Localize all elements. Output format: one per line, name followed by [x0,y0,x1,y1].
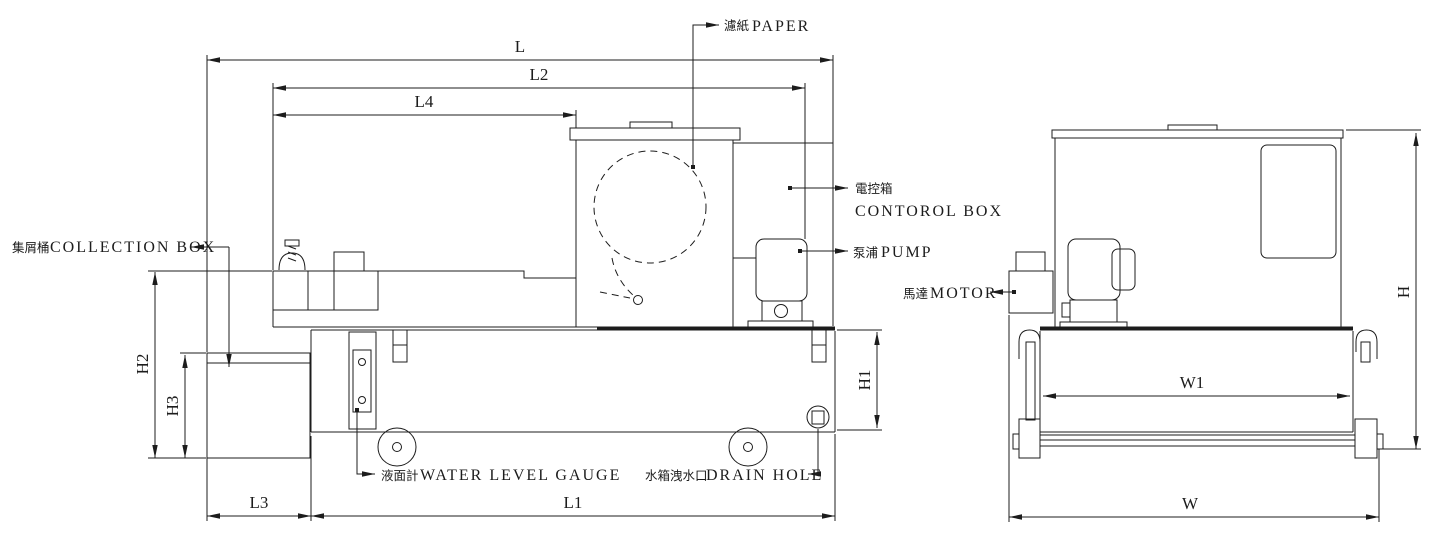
dim-label-H1: H1 [855,370,874,391]
tower-lid [569,127,741,141]
hook-right [1355,329,1378,359]
callout-collection-box-en: COLLECTION BOX [50,239,216,256]
dimension-extension-lines [148,55,1421,522]
pump-base [761,300,803,322]
dim-label-L4: L4 [415,92,434,111]
dimension-H1: H1 [855,332,880,428]
pump-shaft-circle [774,304,788,318]
pump-side [1059,238,1136,328]
collection-box [206,352,311,459]
callout-water-level-gauge: 液面計 WATER LEVEL GAUGE [355,408,621,484]
side-view [1008,124,1384,459]
wheel-front-right [728,427,768,467]
pump-body [755,238,808,302]
dim-label-W1: W1 [1180,373,1205,392]
dim-label-L2: L2 [530,65,549,84]
coolant-tank-side [1012,326,1384,459]
paper-web-tail [611,257,635,297]
coolant-tank-front [310,329,836,467]
callout-control-box: 電控箱 CONTOROL BOX [788,181,1003,220]
front-view [206,121,836,467]
dimension-H: H [1394,133,1419,449]
paper-web-end-roller [633,295,643,305]
callout-pump-zh: 泵浦 [853,246,878,260]
side-lid-cap [1167,124,1218,131]
conveyor-deck [273,270,576,279]
deck-top-box [333,251,365,272]
valve-dome [278,252,306,271]
dimension-H3: H3 [163,355,188,458]
dimension-L3: L3 [207,493,311,519]
dimension-L: L [207,37,833,63]
dimension-W: W [1009,494,1379,520]
callout-drain-hole: 水箱洩水口 DRAIN HOLE [645,429,823,484]
wheel-front-left [377,427,417,467]
callout-water-level-gauge-zh: 液面計 [381,468,419,483]
paper-roll-circle [593,150,707,264]
callout-pump: 泵浦 PUMP [798,244,933,261]
callout-paper-zh: 濾紙 [724,18,750,33]
wheel-block-right-tab [1376,433,1384,450]
wheel-block-right [1354,418,1378,459]
dimension-L2: L2 [273,65,805,91]
pump-base-plate [747,320,814,328]
hook-left-bar [1025,341,1036,421]
side-lid [1051,129,1344,139]
dim-label-L: L [515,37,525,56]
callout-paper: 濾紙 PAPER [691,18,810,169]
tank-bracket-right [811,329,827,363]
deck-left-units [272,239,379,311]
dim-label-L1: L1 [564,493,583,512]
dimension-L1: L1 [311,493,835,519]
valve-bolt [284,239,300,247]
side-body [1054,137,1342,328]
callout-collection-box-zh: 集屑桶 [12,240,50,255]
water-level-gauge [348,331,377,430]
dim-label-H: H [1394,286,1413,298]
callout-pump-en: PUMP [881,244,933,261]
wheel-block-left-tab [1012,433,1020,450]
callout-drain-hole-zh: 水箱洩水口 [645,468,708,483]
callout-control-box-zh: 電控箱 [855,181,893,196]
wheel-block-left [1018,418,1041,459]
dim-label-L3: L3 [250,493,269,512]
dimension-W1: W1 [1043,373,1350,399]
base-plate-thick [597,326,835,331]
dimension-L4: L4 [273,92,576,118]
callout-motor-en: MOTOR [930,285,998,302]
callout-water-level-gauge-en: WATER LEVEL GAUGE [420,467,621,484]
pump-front [747,238,814,328]
hook-left [1018,329,1041,359]
callout-motor-zh: 馬達 [903,287,929,301]
left-unit-box [272,270,379,311]
machine-body [272,121,835,331]
callout-drain-hole-en: DRAIN HOLE [706,467,823,484]
drain-hole [806,405,830,429]
dim-label-H3: H3 [163,396,182,417]
dim-label-W: W [1182,494,1199,513]
side-control-panel [1260,144,1337,259]
callout-paper-en: PAPER [752,18,810,35]
callout-motor: 馬達 MOTOR [903,285,1016,302]
paper-web-dash [599,291,631,299]
dim-label-H2: H2 [133,354,152,375]
motor [1008,251,1054,314]
side-tank-top-thick [1040,326,1353,331]
dimension-H2: H2 [133,272,158,458]
callout-collection-box: 集屑桶 COLLECTION BOX [12,239,232,367]
tank-bracket-left [392,329,408,363]
hook-right-bar [1360,341,1371,363]
tower-lid-cap [629,121,673,129]
callout-control-box-en: CONTOROL BOX [855,203,1003,220]
